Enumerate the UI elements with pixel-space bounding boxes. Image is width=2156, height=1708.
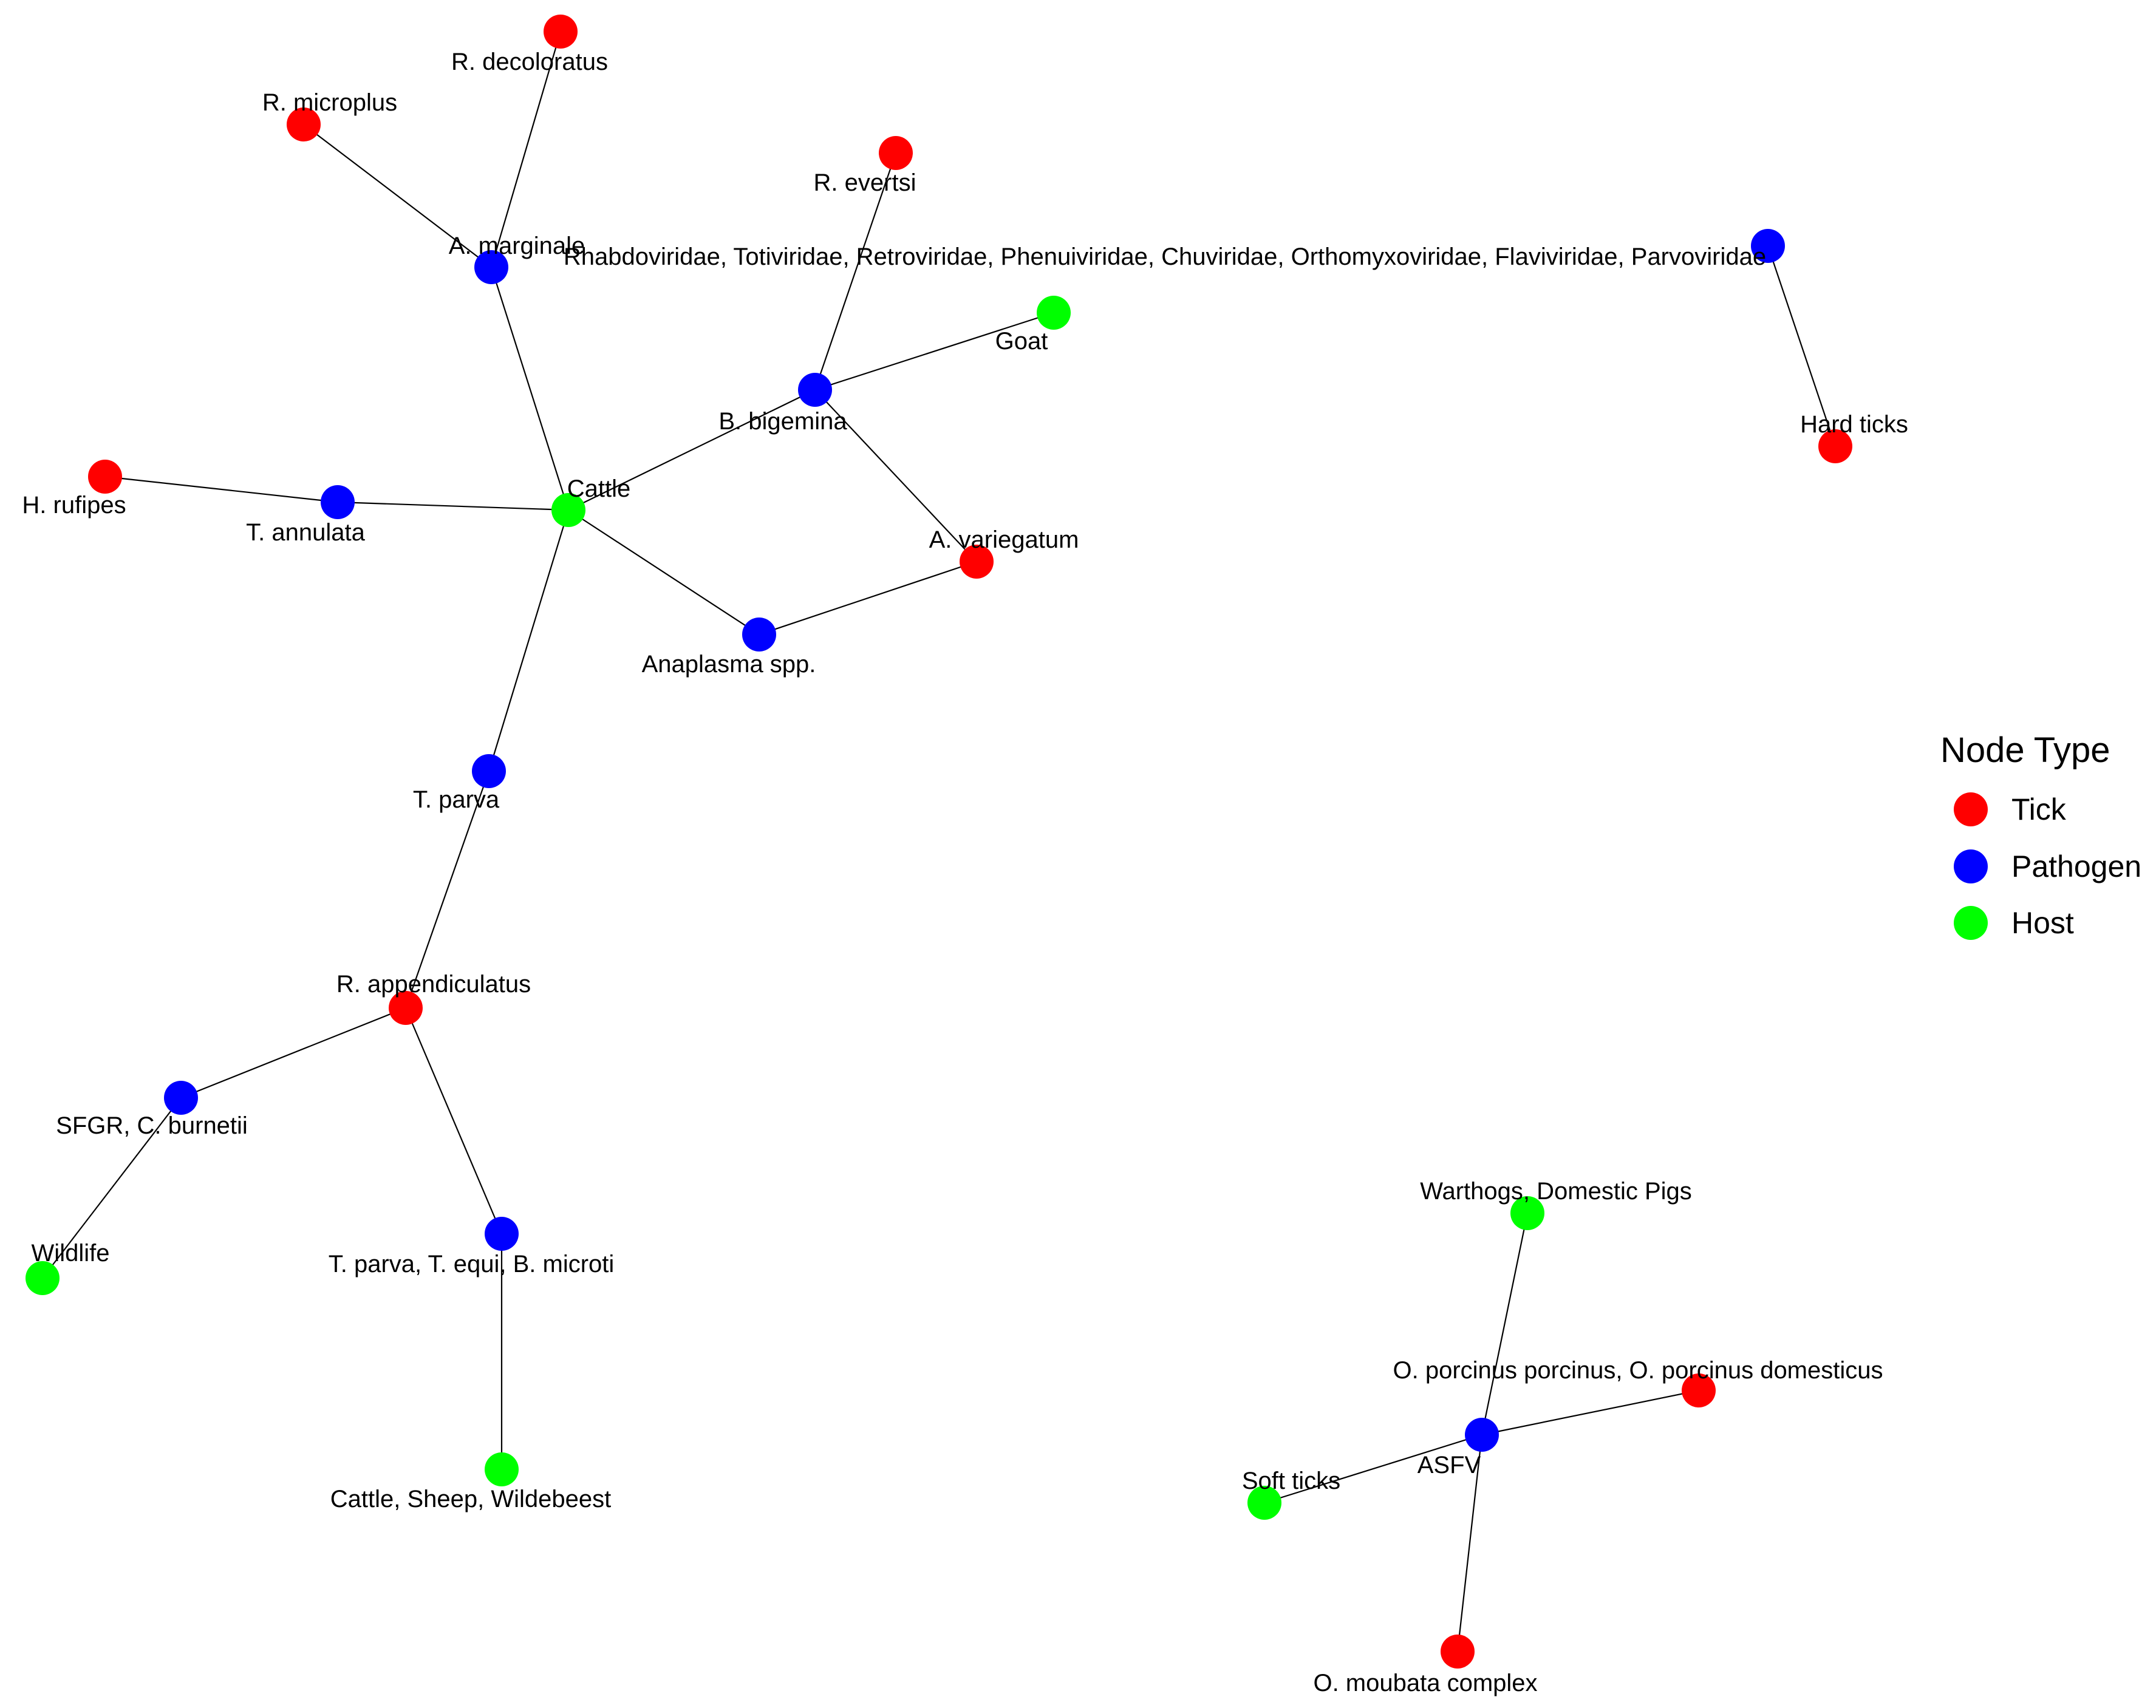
edge-sfgr-wildlife xyxy=(42,1097,182,1279)
node-label-o-porcinus: O. porcinus porcinus, O. porcinus domest… xyxy=(1393,1357,1883,1384)
edge-asfv-o-moubata xyxy=(1456,1434,1483,1652)
node-label-goat: Goat xyxy=(995,328,1048,355)
node-t-parva-equi xyxy=(485,1217,519,1251)
node-warthogs xyxy=(1510,1196,1544,1230)
node-label-t-annulata: T. annulata xyxy=(246,519,365,546)
legend-label-pathogen: Pathogen xyxy=(2011,849,2141,883)
node-r-evertsi xyxy=(879,136,913,170)
node-layer xyxy=(26,15,1852,1669)
node-hard-ticks xyxy=(1818,429,1852,463)
node-label-r-microplus: R. microplus xyxy=(262,89,397,116)
edge-anaplasma-spp-a-variegatum xyxy=(759,560,977,636)
node-viridae xyxy=(1751,229,1785,263)
node-label-a-marginale: A. marginale xyxy=(449,233,585,259)
edge-cattle-t-parva xyxy=(488,509,570,772)
node-t-annulata xyxy=(321,485,355,519)
edge-goat-b-bigemina xyxy=(814,311,1054,391)
node-label-b-bigemina: B. bigemina xyxy=(718,408,847,435)
node-o-moubata xyxy=(1441,1635,1475,1669)
node-label-a-variegatum: A. variegatum xyxy=(929,526,1079,553)
edge-t-annulata-cattle xyxy=(337,501,569,511)
edge-r-microplus-a-marginale xyxy=(303,124,492,268)
node-label-sfgr: SFGR, C. burnetii xyxy=(56,1112,248,1139)
node-label-cattle: Cattle xyxy=(567,475,631,502)
node-r-microplus xyxy=(287,107,321,141)
edge-r-appendiculatus-t-parva-equi xyxy=(404,1007,503,1234)
edge-b-bigemina-cattle xyxy=(568,389,816,511)
node-a-marginale xyxy=(474,250,508,284)
edge-t-parva-r-appendiculatus xyxy=(404,771,490,1009)
legend-label-tick: Tick xyxy=(2011,792,2067,826)
node-label-hard-ticks: Hard ticks xyxy=(1800,411,1908,438)
node-a-variegatum xyxy=(960,545,994,579)
node-o-porcinus xyxy=(1682,1373,1716,1407)
node-label-soft-ticks: Soft ticks xyxy=(1242,1468,1340,1494)
edge-o-porcinus-asfv xyxy=(1481,1389,1699,1436)
node-label-o-moubata: O. moubata complex xyxy=(1313,1670,1537,1696)
edge-a-marginale-cattle xyxy=(490,267,570,511)
edge-r-evertsi-b-bigemina xyxy=(814,152,897,390)
node-label-r-evertsi: R. evertsi xyxy=(814,169,916,196)
edge-r-decoloratus-a-marginale xyxy=(490,31,562,268)
node-label-viridae: Rhabdoviridae, Totiviridae, Retroviridae… xyxy=(564,243,1766,270)
node-anaplasma-spp xyxy=(742,618,776,652)
node-r-appendiculatus xyxy=(389,991,423,1025)
edge-layer xyxy=(42,31,1837,1652)
node-cattle xyxy=(551,493,585,527)
node-wildlife xyxy=(26,1261,60,1295)
node-r-decoloratus xyxy=(544,15,578,49)
legend-swatch-pathogen xyxy=(1954,849,1988,883)
node-b-bigemina xyxy=(798,373,832,407)
edge-cattle-anaplasma-spp xyxy=(568,509,760,635)
edge-h-rufipes-t-annulata xyxy=(104,475,338,503)
node-label-t-parva: T. parva xyxy=(413,786,500,813)
node-goat xyxy=(1037,296,1071,330)
legend: Node Type Tick Pathogen Host xyxy=(1940,730,2141,940)
node-label-t-parva-equi: T. parva, T. equi, B. microti xyxy=(329,1251,615,1278)
edge-warthogs-asfv xyxy=(1481,1213,1529,1435)
node-cattle-sheep xyxy=(485,1452,519,1486)
node-label-r-decoloratus: R. decoloratus xyxy=(451,49,608,75)
node-label-anaplasma-spp: Anaplasma spp. xyxy=(642,651,816,678)
legend-swatch-host xyxy=(1954,906,1988,940)
node-asfv xyxy=(1465,1418,1499,1452)
node-h-rufipes xyxy=(88,460,122,494)
node-label-wildlife: Wildlife xyxy=(32,1240,110,1267)
node-label-asfv: ASFV xyxy=(1417,1452,1481,1478)
edge-r-appendiculatus-sfgr xyxy=(180,1007,406,1099)
node-soft-ticks xyxy=(1247,1486,1281,1520)
edge-asfv-soft-ticks xyxy=(1264,1434,1482,1504)
node-label-warthogs: Warthogs, Domestic Pigs xyxy=(1420,1178,1692,1205)
node-label-cattle-sheep: Cattle, Sheep, Wildebeest xyxy=(330,1486,611,1512)
legend-title: Node Type xyxy=(1940,730,2110,770)
edge-viridae-hard-ticks xyxy=(1767,245,1837,447)
edge-b-bigemina-a-variegatum xyxy=(814,389,977,562)
node-label-h-rufipes: H. rufipes xyxy=(22,492,126,519)
node-sfgr xyxy=(164,1081,198,1115)
legend-swatch-tick xyxy=(1954,792,1988,826)
node-t-parva xyxy=(472,754,506,788)
legend-label-host: Host xyxy=(2011,906,2074,940)
node-label-r-appendiculatus: R. appendiculatus xyxy=(336,971,531,998)
